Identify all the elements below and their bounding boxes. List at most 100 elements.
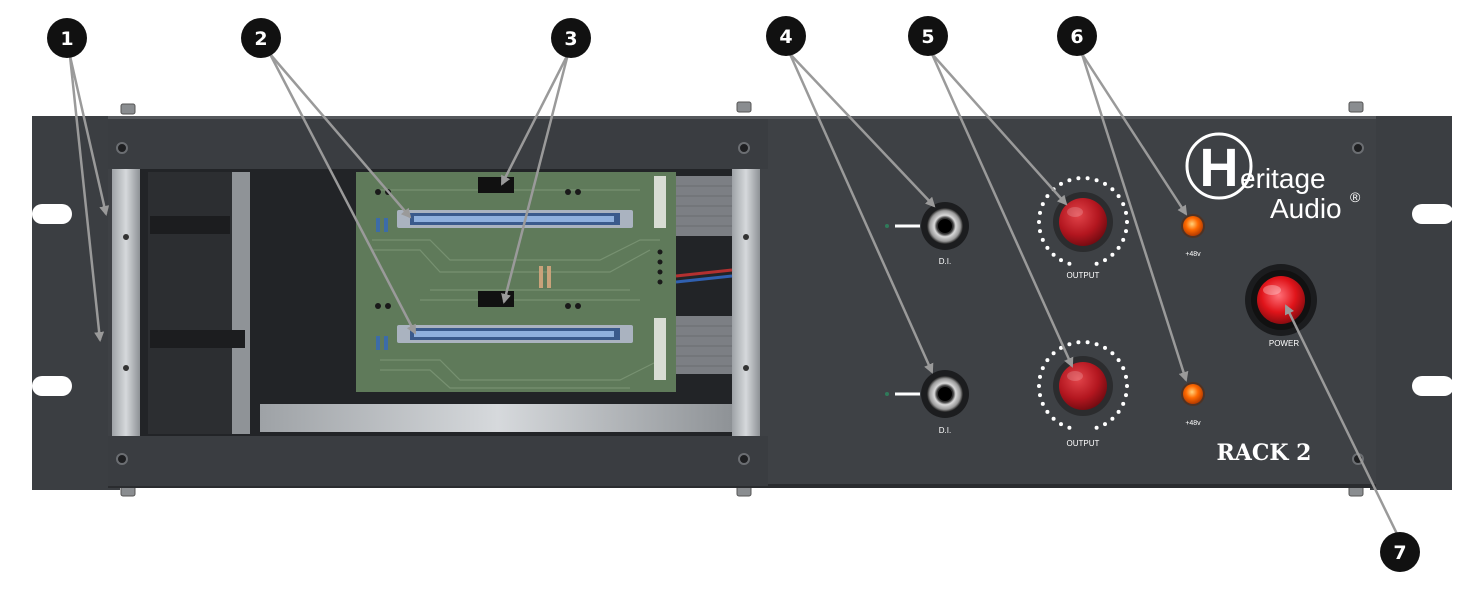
knob-scale-dot (1121, 401, 1126, 406)
knob-scale-dot (1124, 374, 1128, 379)
arrow-2a (269, 53, 412, 219)
output-knob-dots-2 (1037, 340, 1129, 430)
channel-1-controls: D.I. OUTPUT +48v (885, 176, 1205, 280)
di-label-2: D.I. (939, 426, 951, 435)
svg-text:2: 2 (254, 28, 267, 50)
output-knob-dots-1 (1037, 176, 1129, 266)
knob-scale-dot (1103, 258, 1107, 263)
phantom-label-2: +48v (1185, 420, 1201, 427)
knob-scale-dot (1051, 252, 1056, 257)
output-label-2: OUTPUT (1067, 439, 1100, 448)
left-rack-ear (32, 116, 120, 490)
arrow-6b (1080, 53, 1189, 382)
knob-scale-dot (1103, 422, 1107, 427)
di-input-jack-2[interactable] (921, 370, 969, 418)
left-rail (112, 169, 140, 436)
right-rail (732, 169, 760, 436)
knob-scale-dot (1116, 245, 1121, 250)
knob-scale-dot (1045, 358, 1050, 363)
callout-4: 4 (766, 16, 806, 56)
brand-logo: H eritage Audio ® (1185, 132, 1361, 224)
brand-name-line1: eritage (1240, 163, 1326, 194)
right-ear-slots (1412, 204, 1454, 396)
rack-chassis: H eritage Audio ® D.I. OUTPUT (32, 101, 1454, 497)
knob-scale-dot (1125, 384, 1129, 388)
callout-markers: 1 2 3 4 5 6 7 (47, 16, 1420, 572)
knob-scale-dot (1040, 401, 1045, 406)
arrow-6a (1080, 53, 1188, 216)
channel-2-controls: D.I. OUTPUT +48v (885, 340, 1205, 448)
callout-arrows (68, 53, 1400, 537)
knob-scale-dot (1103, 181, 1107, 186)
pcb-backplane (356, 172, 676, 392)
knob-scale-dot (1094, 425, 1099, 430)
bottom-frame-bar (108, 436, 768, 486)
knob-scale-dot (1124, 210, 1128, 215)
svg-text:3: 3 (564, 28, 577, 50)
arrow-5a (931, 53, 1068, 206)
top-screws (120, 101, 1364, 497)
knob-scale-dot (1110, 187, 1115, 192)
top-frame-bar (108, 119, 768, 169)
arrow-5b (930, 53, 1074, 368)
edge-connector-bottom (397, 325, 633, 343)
power-button[interactable] (1245, 264, 1317, 336)
knob-scale-dot (1103, 345, 1107, 350)
callout-1: 1 (47, 18, 87, 58)
knob-scale-dot (1037, 384, 1041, 388)
knob-scale-dot (1038, 374, 1042, 379)
knob-scale-dot (1094, 178, 1099, 183)
svg-text:4: 4 (779, 26, 792, 48)
knob-scale-dot (1038, 210, 1042, 215)
knob-scale-dot (1040, 366, 1045, 371)
knob-scale-dot (1059, 345, 1063, 350)
output-label-1: OUTPUT (1067, 271, 1100, 280)
knob-scale-dot (1110, 252, 1115, 257)
knob-scale-dot (1067, 178, 1072, 183)
callout-7: 7 (1380, 532, 1420, 572)
knob-scale-dot (1059, 181, 1063, 186)
knob-scale-dot (1059, 422, 1063, 427)
phantom-power-led-2 (1181, 382, 1205, 406)
output-knob-2[interactable] (1053, 356, 1113, 416)
knob-scale-dot (1045, 245, 1050, 250)
callout-3: 3 (551, 18, 591, 58)
arrow-4b (788, 53, 934, 374)
arrow-3b (501, 53, 570, 304)
knob-scale-dot (1067, 261, 1072, 266)
knob-scale-dot (1076, 176, 1081, 181)
callout-2: 2 (241, 18, 281, 58)
knob-scale-dot (1085, 340, 1090, 345)
svg-text:5: 5 (921, 26, 934, 48)
knob-scale-dot (1045, 409, 1050, 414)
arrow-1b (68, 55, 105, 342)
knob-scale-dot (1067, 425, 1072, 430)
knob-scale-dot (1116, 194, 1121, 199)
knob-scale-dot (1094, 261, 1099, 266)
right-rack-ear (1370, 116, 1452, 490)
arrow-2b (268, 53, 417, 335)
arrow-4a (789, 53, 936, 208)
di-input-jack-1[interactable] (921, 202, 969, 250)
panel-screws (116, 142, 1364, 465)
knob-scale-dot (1110, 416, 1115, 421)
knob-scale-dot (1059, 258, 1063, 263)
model-label: RACK 2 (1217, 440, 1312, 466)
knob-scale-dot (1040, 237, 1045, 242)
arrow-7 (1284, 304, 1400, 537)
knob-scale-dot (1038, 393, 1042, 398)
phantom-power-led-1 (1181, 214, 1205, 238)
knob-scale-dot (1051, 351, 1056, 356)
knob-scale-dot (1045, 194, 1050, 199)
knob-scale-dot (1067, 342, 1072, 347)
output-knob-1[interactable] (1053, 192, 1113, 252)
svg-text:1: 1 (60, 28, 73, 50)
logo-letter: H (1200, 138, 1239, 198)
knob-scale-dot (1121, 237, 1126, 242)
knob-scale-dot (1110, 351, 1115, 356)
svg-text:6: 6 (1070, 26, 1083, 48)
arrow-3a (500, 53, 570, 186)
knob-scale-dot (1051, 416, 1056, 421)
